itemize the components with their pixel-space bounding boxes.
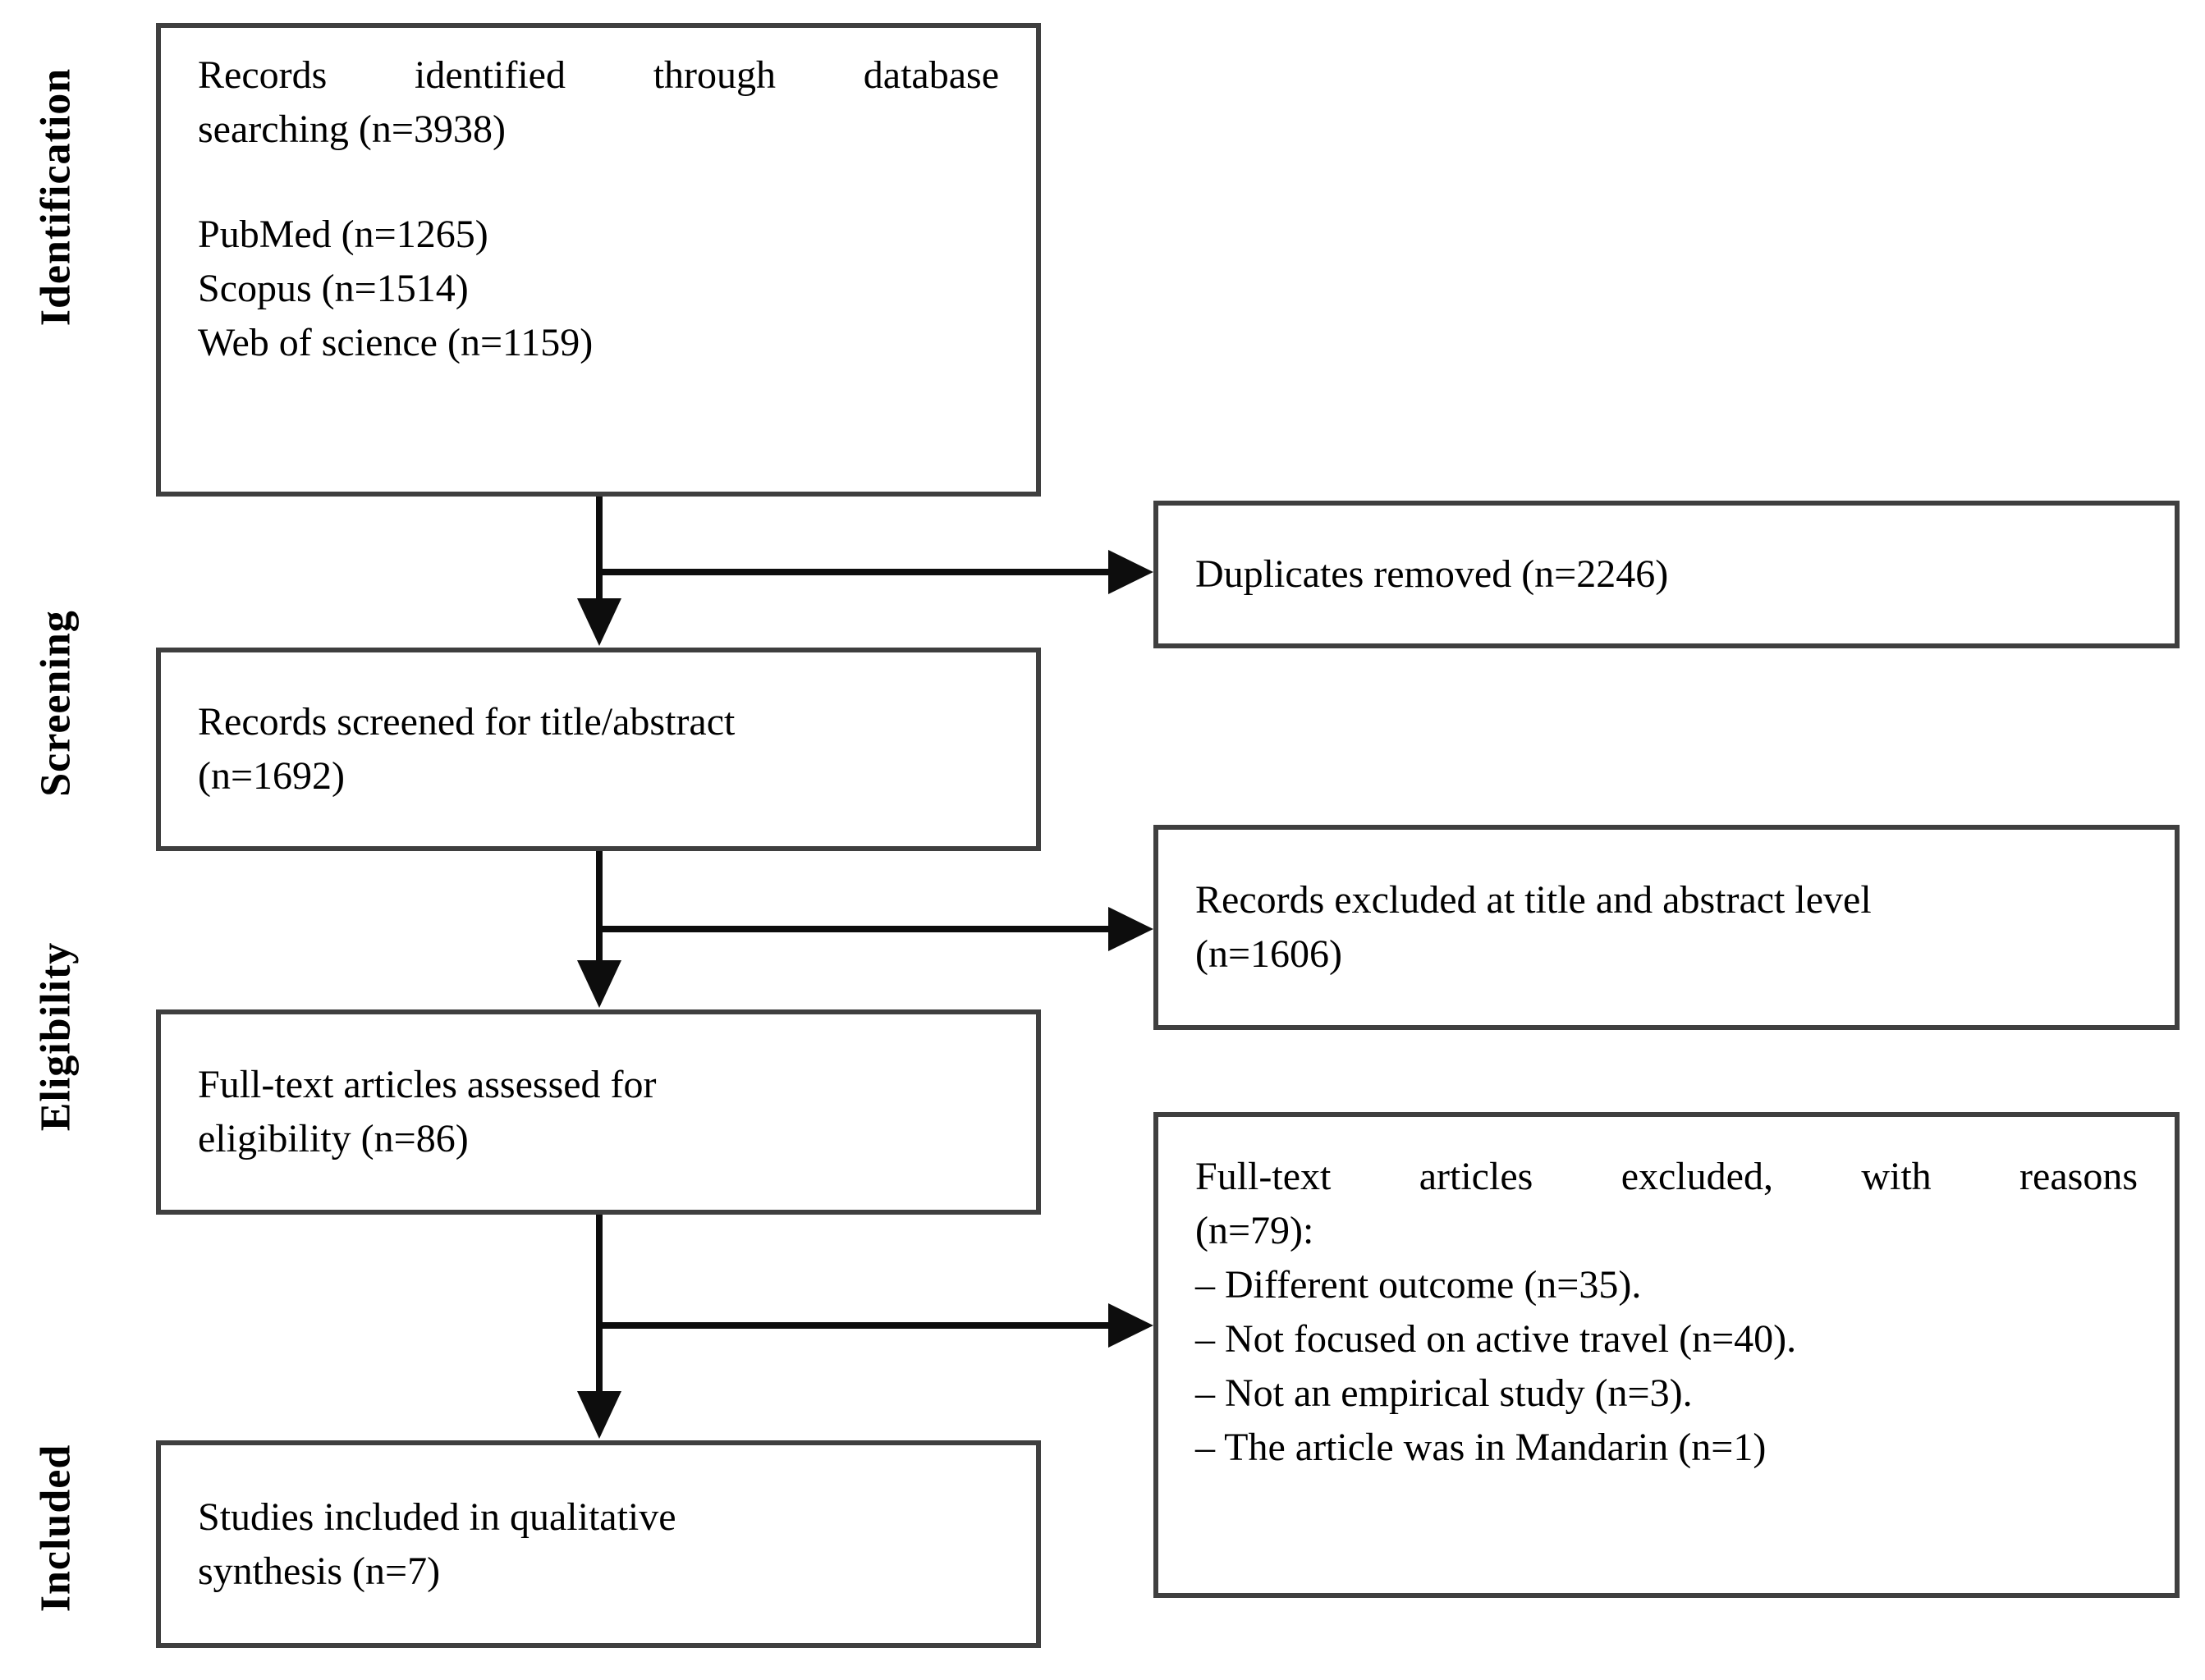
box-title-line: (n=1606)	[1195, 932, 1343, 976]
reason-line-not-active-travel: – Not focused on active travel (n=40).	[1195, 1317, 1797, 1361]
database-source-list: PubMed (n=1265) Scopus (n=1514) Web of s…	[198, 208, 999, 370]
box-records-excluded-title-abstract: Records excluded at title and abstract l…	[1153, 825, 2180, 1030]
arrow-to-fulltext-exclusions-shaft	[599, 1322, 1108, 1329]
stage-label-screening: Screening	[32, 610, 80, 797]
stage-label-identification: Identification	[32, 67, 80, 327]
box-title-line: Records excluded at title and abstract l…	[1195, 878, 1872, 922]
arrow-identification-to-screening-head	[577, 598, 621, 646]
box-title-line: (n=1692)	[198, 754, 346, 798]
box-title-line: (n=79):	[1195, 1209, 1314, 1252]
box-title-line: Full-text articles excluded, with reason…	[1195, 1155, 2138, 1198]
box-title-line: Duplicates removed (n=2246)	[1195, 552, 1669, 596]
arrow-to-duplicates-shaft	[599, 569, 1108, 575]
arrow-to-title-abstract-exclusions-head	[1108, 907, 1153, 951]
box-title-line: eligibility (n=86)	[198, 1117, 469, 1160]
box-title-line: Full-text articles assessed for	[198, 1063, 657, 1106]
box-title-line: Studies included in qualitative	[198, 1495, 676, 1539]
arrow-eligibility-to-included-head	[577, 1391, 621, 1439]
box-fulltext-assessed: Full-text articles assessed for eligibil…	[156, 1009, 1041, 1215]
arrow-to-title-abstract-exclusions-shaft	[599, 926, 1108, 932]
arrow-identification-to-screening-shaft	[596, 497, 603, 598]
stage-label-eligibility: Eligibility	[32, 941, 80, 1132]
box-duplicates-removed: Duplicates removed (n=2246)	[1153, 501, 2180, 648]
box-title-line: searching (n=3938)	[198, 108, 506, 151]
arrow-to-duplicates-head	[1108, 550, 1153, 594]
source-line-scopus: Scopus (n=1514)	[198, 267, 469, 310]
stage-label-included: Included	[32, 1444, 80, 1613]
arrow-screening-to-eligibility-head	[577, 960, 621, 1008]
arrow-to-fulltext-exclusions-head	[1108, 1303, 1153, 1348]
box-title-line: Records screened for title/abstract	[198, 700, 736, 744]
reason-line-different-outcome: – Different outcome (n=35).	[1195, 1263, 1642, 1307]
arrow-screening-to-eligibility-shaft	[596, 851, 603, 960]
box-records-identified: Records identified through database sear…	[156, 23, 1041, 497]
reason-line-mandarin: – The article was in Mandarin (n=1)	[1195, 1426, 1767, 1469]
reason-line-not-empirical: – Not an empirical study (n=3).	[1195, 1371, 1693, 1415]
source-line-pubmed: PubMed (n=1265)	[198, 213, 488, 256]
arrow-eligibility-to-included-shaft	[596, 1215, 603, 1391]
box-title-line: Records identified through database	[198, 53, 999, 97]
box-records-screened: Records screened for title/abstract (n=1…	[156, 648, 1041, 851]
box-fulltext-excluded: Full-text articles excluded, with reason…	[1153, 1112, 2180, 1598]
box-studies-included: Studies included in qualitative synthesi…	[156, 1440, 1041, 1648]
source-line-web-of-science: Web of science (n=1159)	[198, 321, 594, 364]
box-title-line: synthesis (n=7)	[198, 1549, 441, 1593]
